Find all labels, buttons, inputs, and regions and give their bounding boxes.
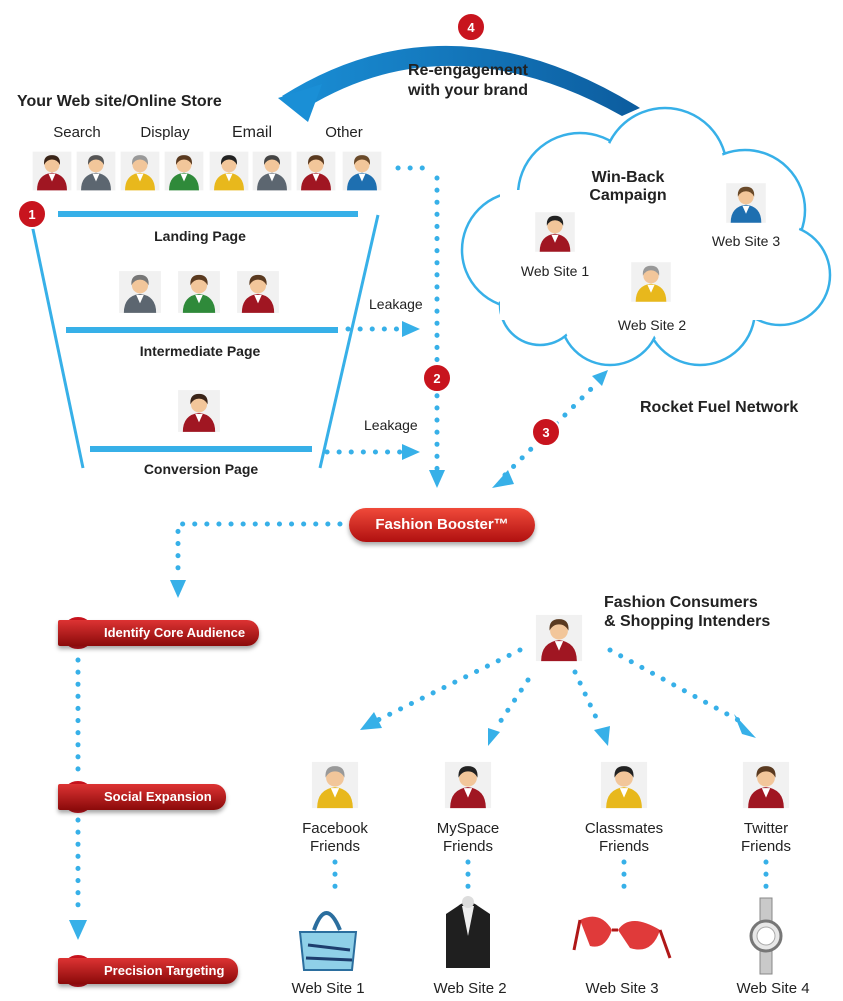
conversion-page-label: Conversion Page	[143, 461, 259, 477]
friend-1-line2: Friends	[309, 838, 361, 855]
badge-3-network: 3	[531, 417, 561, 447]
channel-other: Other	[325, 124, 363, 141]
badge-1-funnel-text: 1	[28, 207, 35, 222]
step-arrowhead	[69, 920, 87, 940]
visitor-avatar-6	[252, 151, 292, 191]
site-label-1: Web Site 1	[291, 980, 365, 997]
reengage-line1: Re-engagement	[407, 62, 529, 79]
step-identify-core-audience[interactable]: Identify Core Audience	[58, 620, 260, 646]
leak1-arrowhead	[402, 321, 420, 337]
intermediate-page-label: Intermediate Page	[139, 343, 261, 359]
down-arrowhead	[429, 470, 445, 488]
visitor-avatar-2	[76, 151, 116, 191]
consumer-dots-1	[375, 647, 523, 723]
store-title: Your Web site/Online Store	[17, 93, 222, 110]
cloud-avatar-1	[535, 212, 575, 252]
channel-email: Email	[231, 124, 273, 141]
cloud-site-1: Web Site 1	[520, 263, 590, 279]
visitor-avatar-5	[209, 151, 249, 191]
visitor-avatar-1	[32, 151, 72, 191]
fan-arrowhead-2	[488, 728, 500, 746]
visitor-avatar-3	[120, 151, 160, 191]
leakage-label-2: Leakage	[364, 417, 418, 433]
campaign-line2: Campaign	[589, 187, 667, 204]
consumer-dots-3	[572, 669, 603, 729]
visitor-avatar-4	[164, 151, 204, 191]
cloud-avatar-2	[631, 262, 671, 302]
badge-4-reengage: 4	[456, 12, 486, 42]
consumer-avatar	[535, 614, 583, 662]
visitor-avatar-7	[296, 151, 336, 191]
friend-avatar-2	[444, 761, 492, 809]
funnel-left-edge	[28, 214, 85, 469]
fan-arrowhead-3	[594, 726, 610, 746]
conversion-bar	[90, 446, 312, 452]
cloud-down-arrowhead	[492, 470, 514, 488]
badge-4-reengage-text: 4	[467, 20, 475, 35]
cloud-fill	[464, 110, 828, 363]
cloud-avatar-3	[726, 183, 766, 223]
badge-2-leakage: 2	[422, 363, 452, 393]
friend-2-line1: MySpace	[436, 820, 500, 837]
step-social-expansion[interactable]: Social Expansion	[58, 784, 226, 810]
intermediate-avatar-3	[237, 271, 279, 313]
cloud-link-dots	[502, 379, 601, 478]
fashion-booster-button[interactable]: Fashion Booster™	[349, 508, 535, 542]
site-label-3: Web Site 3	[585, 980, 659, 997]
campaign-line1: Win-Back	[591, 169, 665, 186]
intermediate-bar	[66, 327, 338, 333]
sunglasses-icon	[572, 916, 672, 959]
cloud-site-2: Web Site 2	[617, 317, 687, 333]
booster-arrowhead	[170, 580, 186, 598]
friend-4-line1: Twitter	[743, 820, 789, 837]
friend-3-line2: Friends	[598, 838, 650, 855]
friend-3-line1: Classmates	[584, 820, 664, 837]
friend-avatar-4	[742, 761, 790, 809]
reengagement-arrowhead	[278, 84, 322, 122]
badge-1-funnel: 1	[17, 199, 47, 229]
funnel-right-edge	[318, 214, 380, 469]
reengagement-arc	[282, 45, 640, 117]
site-label-4: Web Site 4	[736, 980, 810, 997]
cloud-up-arrowhead	[592, 370, 608, 386]
consumer-dots-2	[493, 677, 531, 731]
friend-avatar-3	[600, 761, 648, 809]
consumer-dots-4	[607, 647, 741, 723]
handbag-icon	[298, 911, 358, 971]
site-label-2: Web Site 2	[433, 980, 507, 997]
network-label: Rocket Fuel Network	[640, 399, 799, 416]
intermediate-avatar-1	[119, 271, 161, 313]
reengage-line2: with your brand	[408, 82, 528, 99]
landing-page-label: Landing Page	[154, 228, 246, 244]
channel-search: Search	[53, 124, 101, 141]
conversion-avatar	[178, 390, 220, 432]
fan-arrowhead-4	[734, 714, 756, 738]
jacket-icon	[446, 896, 490, 968]
booster-dots	[175, 521, 343, 578]
friend-1-line1: Facebook	[302, 820, 368, 837]
visitor-avatar-8	[342, 151, 382, 191]
cloud-site-3: Web Site 3	[711, 233, 781, 249]
landing-bar	[58, 211, 358, 217]
friend-2-line2: Friends	[442, 838, 494, 855]
leak2-arrowhead	[402, 444, 420, 460]
badge-2-leakage-text: 2	[433, 371, 440, 386]
leakage-label-1: Leakage	[369, 296, 423, 312]
intermediate-avatar-2	[178, 271, 220, 313]
channel-display: Display	[140, 124, 190, 141]
consumers-line2: & Shopping Intenders	[604, 613, 771, 630]
friend-4-line2: Friends	[740, 838, 792, 855]
friend-avatar-1	[311, 761, 359, 809]
badge-3-network-text: 3	[542, 425, 549, 440]
consumers-line1: Fashion Consumers	[604, 594, 758, 611]
fan-arrowhead-1	[360, 712, 382, 730]
step-precision-targeting[interactable]: Precision Targeting	[58, 958, 239, 984]
wristwatch-icon	[749, 897, 783, 975]
